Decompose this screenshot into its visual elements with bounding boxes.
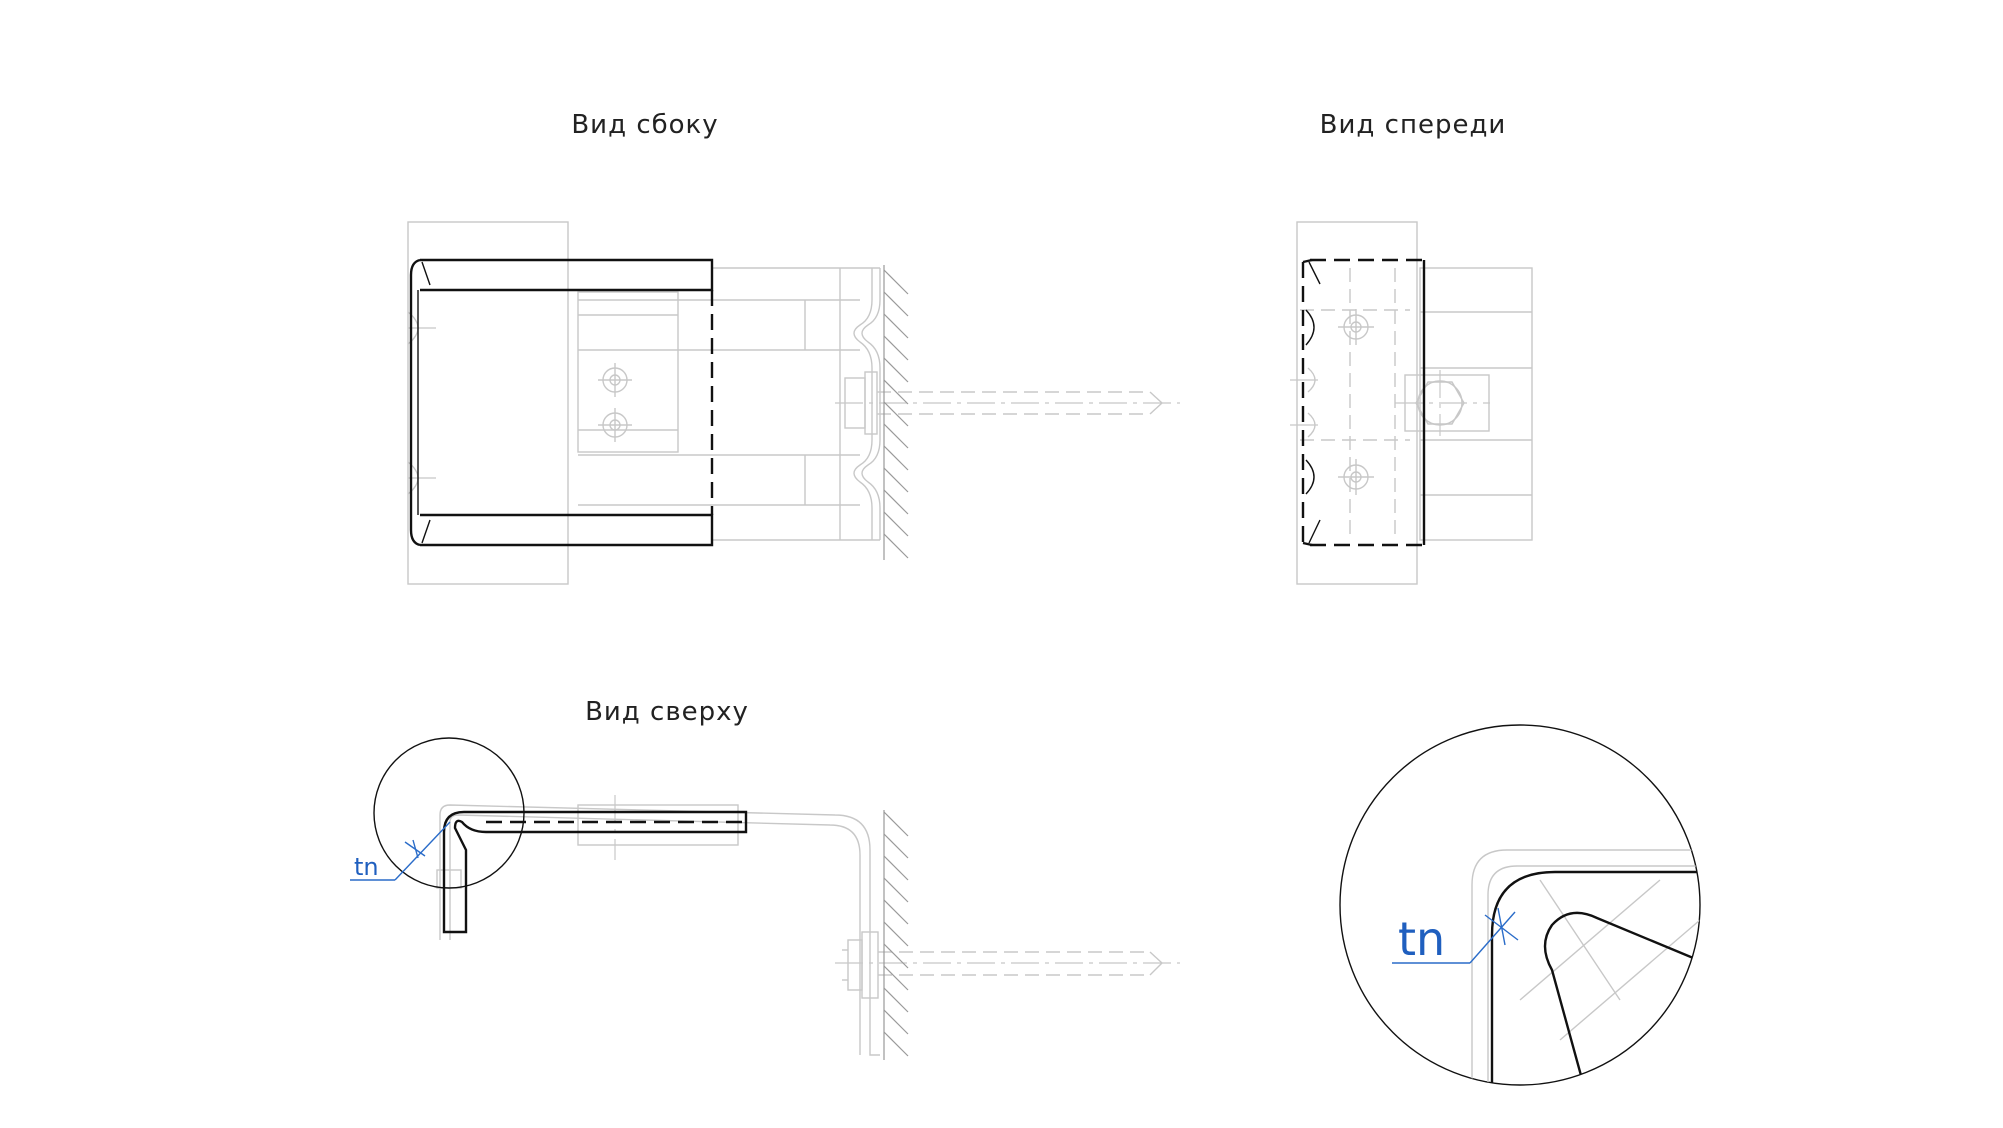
detail-view-circle (1339, 724, 1701, 1086)
top-view-bracket (442, 810, 748, 934)
detail-circle (373, 737, 525, 889)
detail-thickness-label: tn (1398, 912, 1445, 966)
top-view: Вид сверху (350, 697, 1180, 1060)
side-view-title: Вид сбоку (571, 110, 718, 140)
top-view-background (436, 795, 1180, 1056)
top-view-title: Вид сверху (585, 697, 749, 727)
detail-view-content (1471, 849, 1700, 1085)
side-view: Вид сбоку (407, 110, 1180, 585)
front-view: Вид спереди (1290, 110, 1533, 585)
detail-view-tn-callout: tn (1392, 907, 1519, 966)
top-view-wall (883, 810, 909, 1060)
side-view-background (407, 221, 1180, 585)
front-view-background (1290, 221, 1533, 585)
detail-view: tn (1339, 724, 1701, 1086)
front-view-bracket (1301, 258, 1426, 547)
front-view-title: Вид спереди (1320, 110, 1507, 140)
side-view-bracket (409, 258, 714, 547)
side-view-wall (883, 265, 909, 560)
top-view-detail-callout: tn (350, 737, 525, 889)
thickness-label: tn (354, 853, 379, 881)
